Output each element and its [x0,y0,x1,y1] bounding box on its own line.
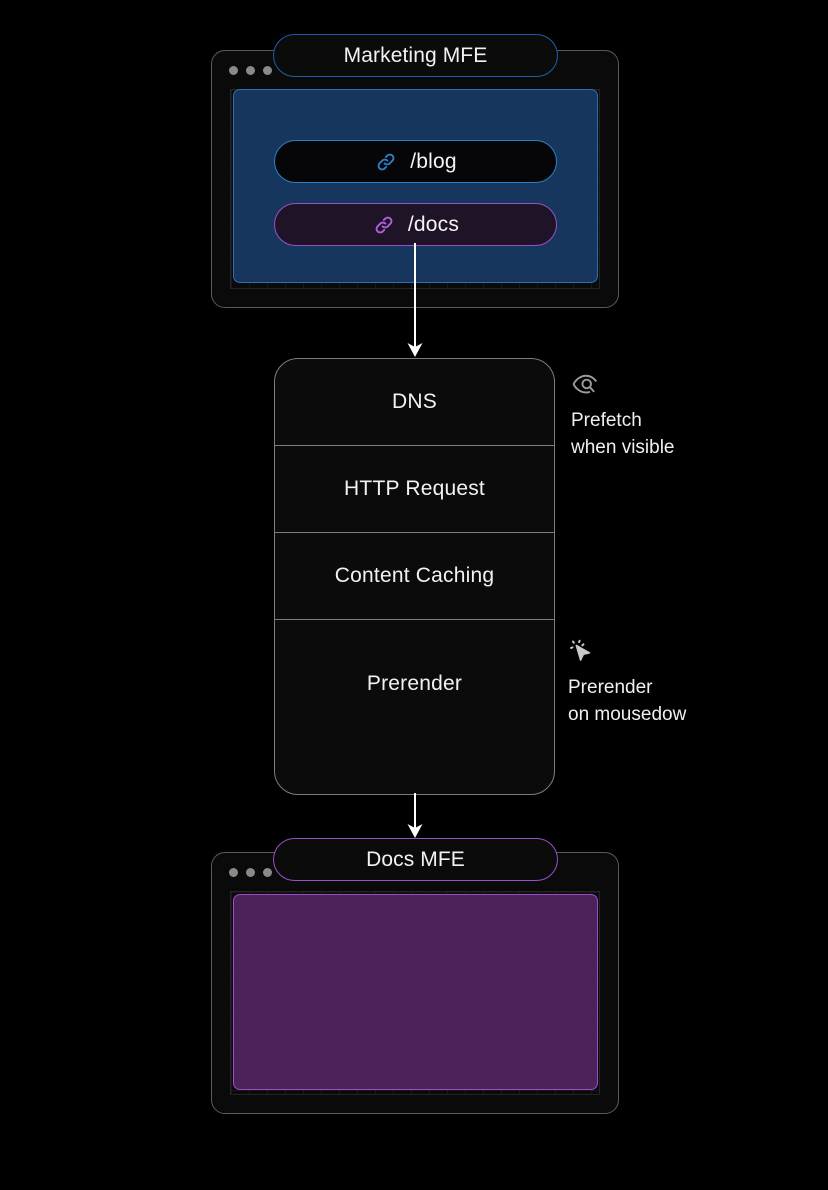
traffic-light-dot [263,66,272,75]
pipeline-stage-label: DNS [392,390,437,413]
traffic-light-dot [246,66,255,75]
pipeline-stage-http-request[interactable]: HTTP Request [275,446,554,533]
route-label-blog: /blog [410,149,457,173]
pipeline-stage-label: Prerender [366,672,463,695]
route-pill-blog[interactable]: /blog [274,140,557,183]
scan-eye-icon [571,371,786,399]
link-icon [377,153,395,170]
arrow-pipeline-to-docs [407,793,423,838]
traffic-light-dot [246,868,255,877]
annotation-prefetch-text: Prefetch when visible [571,410,675,458]
docs-mfe-title: Docs MFE [366,847,465,871]
traffic-light-dot [229,868,238,877]
pipeline-stage-dns[interactable]: DNS [275,359,554,446]
cursor-click-icon [568,638,783,666]
annotation-prerender: Prerender on mousedow [568,638,783,728]
route-pill-docs[interactable]: /docs [274,203,557,246]
prefetch-pipeline: DNS HTTP Request Content Caching Prerend… [274,358,555,795]
pipeline-stage-label: HTTP Request [344,477,485,500]
annotation-prerender-text: Prerender on mousedow [568,677,687,725]
marketing-mfe-title-pill: Marketing MFE [273,34,558,77]
traffic-lights-marketing [229,66,272,75]
pipeline-stage-prerender[interactable]: Prerender [275,620,554,794]
marketing-mfe-title: Marketing MFE [343,43,488,67]
annotation-prefetch: Prefetch when visible [571,371,786,461]
docs-mfe-title-pill: Docs MFE [273,838,558,881]
traffic-light-dot [263,868,272,877]
traffic-lights-docs [229,868,272,877]
link-icon [375,216,393,233]
pipeline-stage-content-caching[interactable]: Content Caching [275,533,554,620]
traffic-light-dot [229,66,238,75]
pipeline-stage-label: Content Caching [334,564,495,587]
arrow-docs-to-pipeline [407,243,423,357]
route-label-docs: /docs [407,212,460,236]
docs-content-panel [233,894,598,1090]
